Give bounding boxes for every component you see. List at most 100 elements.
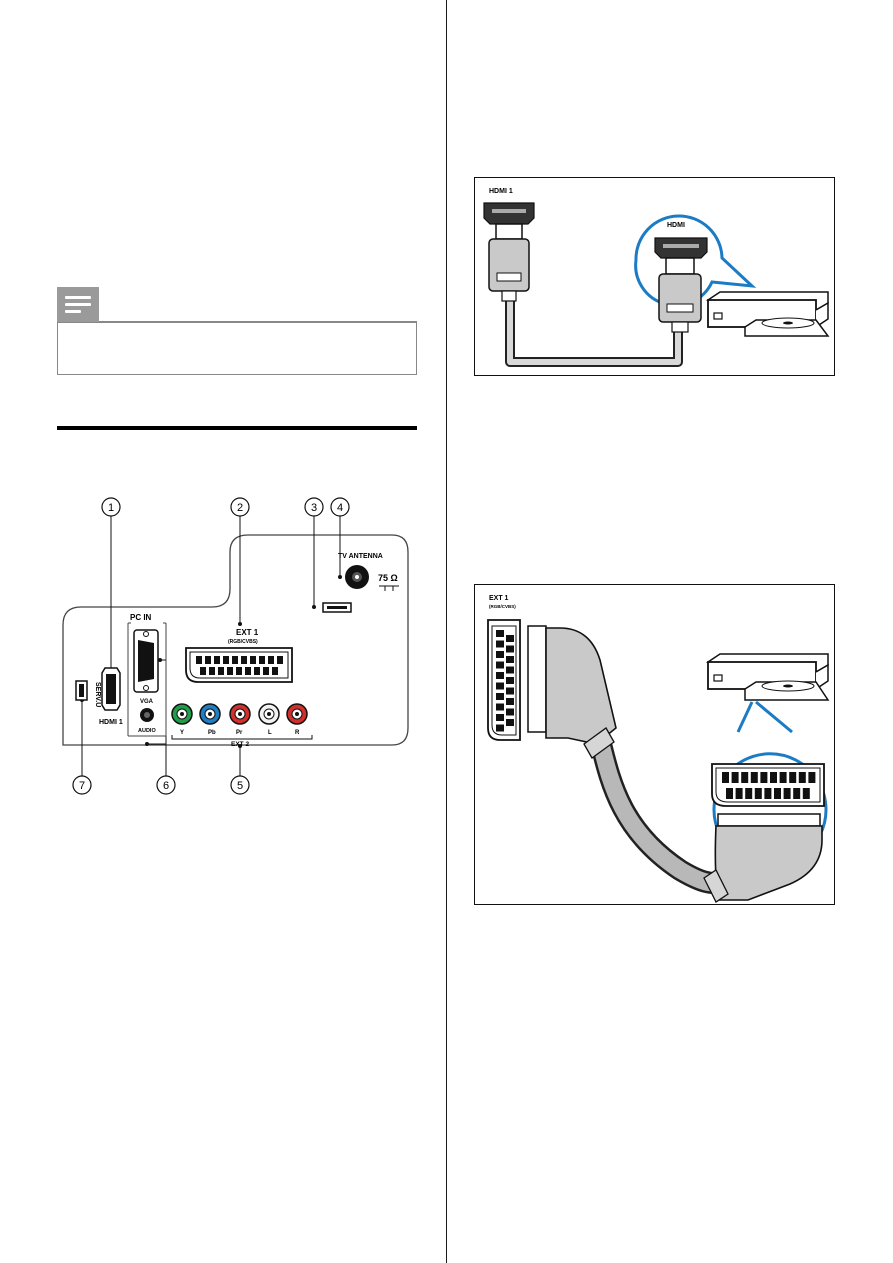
svg-text:(RGB/CVBS): (RGB/CVBS) [228,639,258,645]
connector-pin [209,667,215,675]
connector-pin [254,667,260,675]
connector-pin [250,656,256,664]
svg-text:(RGB/CVBS): (RGB/CVBS) [489,604,516,609]
rca-jack-pin [238,712,242,716]
callout-1: 1 [101,497,121,692]
connector-pin [268,656,274,664]
svg-text:HDMI 1: HDMI 1 [489,188,513,195]
callout-3: 3 [304,497,324,609]
svg-text:AUDIO: AUDIO [138,728,156,734]
dvd-player-icon [705,291,830,337]
connector-pin [726,788,733,799]
connector-pin [506,719,514,726]
connector-pin [506,677,514,684]
usb-port [322,602,352,613]
connector-pin [496,672,504,679]
tv-hdmi-port [483,202,535,225]
connector-pin [731,772,739,783]
scart-plug-left [527,625,617,759]
hdmi1-port: HDMI 1 [99,667,123,726]
dvd-player-icon [705,653,830,701]
connector-pin [735,788,743,799]
connector-pin [779,772,787,783]
svg-text:7: 7 [79,780,85,792]
rca-jack-pin [267,712,271,716]
connector-pin [506,635,514,642]
hdmi-plug-left [488,223,530,302]
svg-text:L: L [268,730,272,736]
svg-text:PC IN: PC IN [130,613,152,622]
section-heading-rule [57,426,417,430]
callout-4: 4 [330,497,350,579]
connector-pin [745,788,753,799]
connector-pin [496,640,504,648]
svg-text:Y: Y [180,730,184,736]
callout-5: 5 [230,744,250,795]
note-box [57,322,417,375]
connector-pin [236,667,242,675]
connector-pin [200,667,206,675]
connector-pin [496,651,504,658]
ext2-labels: Y Pb Pr L R EXT 2 [171,730,313,748]
svg-text:2: 2 [237,502,243,514]
svg-text:HDMI 1: HDMI 1 [99,719,123,726]
connector-pin [506,666,514,674]
connector-pin [496,682,504,690]
connector-pin [750,772,758,783]
connector-pin [259,656,265,664]
connector-pin [272,667,278,675]
connector-pin [205,656,211,664]
connector-pin [722,772,729,783]
svg-text:R: R [295,730,300,736]
rca-jack-pin [295,712,299,716]
connector-pin [741,772,749,783]
pc-in-block: PC IN VGA AUDIO [127,613,167,737]
connector-pin [506,708,514,716]
svg-text:TV ANTENNA: TV ANTENNA [338,553,383,560]
connector-pin [227,667,233,675]
connector-pin [241,656,247,664]
connector-pin [789,772,797,783]
svg-text:3: 3 [311,502,317,514]
connector-pin [506,687,514,695]
connector-pin [214,656,220,664]
rca-jack-pin [208,712,212,716]
svg-text:6: 6 [163,780,169,792]
svg-text:1: 1 [108,502,114,514]
connector-pin [754,788,762,799]
connector-pin [263,667,269,675]
connector-pin [808,772,816,783]
connector-pin [218,667,224,675]
svg-text:Pr: Pr [236,730,243,736]
svg-text:EXT 1: EXT 1 [489,595,509,602]
connector-pin [506,656,514,663]
connector-pin [760,772,768,783]
connector-pin [783,788,791,799]
connector-pin [496,714,504,721]
connector-pin [770,772,777,783]
connector-pin [774,788,781,799]
tv-antenna-port: TV ANTENNA 75 Ω [338,553,399,591]
svg-text:5: 5 [237,780,243,792]
hdmi-plug-right [658,257,702,333]
hdmi-connection-diagram: HDMI 1 HDMI [474,177,835,376]
service-port: SERV.U [75,680,101,707]
connector-pin [277,656,283,664]
svg-text:VGA: VGA [140,699,154,705]
connector-pin [496,703,504,711]
ext1-scart-port: EXT 1 (RGB/CVBS) [185,628,293,683]
svg-text:4: 4 [337,502,343,514]
connector-pin [245,667,251,675]
ext2-jacks [171,703,308,725]
note-top-line [99,321,417,322]
tv-scart-socket [487,619,521,741]
connector-pin [506,645,514,653]
connector-pin [802,788,810,799]
connector-pin [506,698,514,705]
callout-2: 2 [230,497,250,626]
svg-text:75 Ω: 75 Ω [378,573,398,583]
scart-connection-diagram: EXT 1 (RGB/CVBS) [474,584,835,905]
connector-pin [496,630,504,637]
note-icon [57,287,99,322]
svg-text:SERV.U: SERV.U [94,682,101,707]
